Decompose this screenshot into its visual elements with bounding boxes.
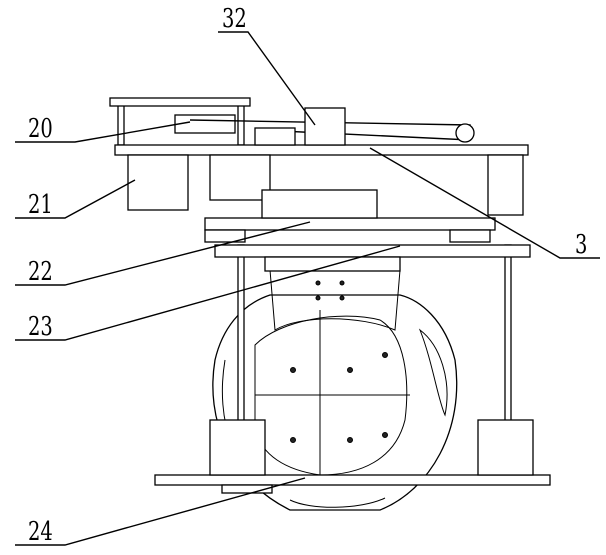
middle-plate xyxy=(204,189,496,243)
label-21: 21 xyxy=(28,190,53,220)
lower-plate xyxy=(214,244,531,272)
label-23: 23 xyxy=(28,312,53,342)
label-22: 22 xyxy=(28,257,53,287)
top-assembly xyxy=(109,97,529,216)
label-32: 32 xyxy=(222,4,247,34)
label-3: 3 xyxy=(575,230,588,260)
label-24: 24 xyxy=(28,517,53,547)
label-20: 20 xyxy=(28,114,53,144)
leader-lines xyxy=(15,31,600,546)
spherical-body xyxy=(212,269,458,511)
bottom-plate xyxy=(154,419,551,494)
